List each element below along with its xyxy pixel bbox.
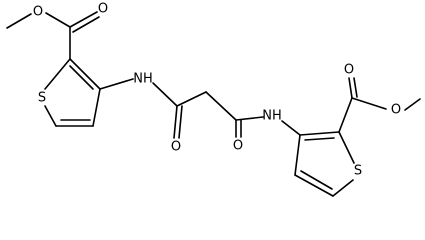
- malonamide-core: [152, 82, 264, 139]
- bond-methyl-o-left: [6, 13, 32, 29]
- bond-c-ch2: [176, 91, 207, 107]
- bond-c-o-double-right-a: [348, 77, 353, 99]
- atom-o-methoxy-right: O: [391, 103, 401, 118]
- left-ester-thiophene: [6, 11, 134, 127]
- bond-c2-s-left: [44, 58, 71, 90]
- bond-nh-c-amide-left: [152, 82, 178, 107]
- atom-s-right: S: [354, 164, 362, 179]
- bond-c-o-double-right-b: [353, 77, 358, 98]
- bond-carbonylc-o-right: [351, 97, 387, 110]
- bond-nh-c3-right: [281, 120, 301, 136]
- bond-c5-s-right: [332, 179, 354, 197]
- atom-o-carbonyl-left: O: [98, 2, 108, 17]
- bond-c4-c5-right-a: [294, 174, 334, 197]
- bond-c-o-double-left-b: [72, 16, 100, 33]
- bond-c-o-amide-left-b: [178, 105, 183, 139]
- bond-o-methyl-right: [404, 98, 421, 111]
- bond-c4-c5-right-b: [300, 170, 333, 190]
- bond-c-o-double-left-a: [69, 11, 98, 28]
- atom-o-amide-right: O: [233, 139, 243, 154]
- atom-nh-left: NH: [133, 72, 153, 87]
- bond-ch2-c: [205, 91, 237, 121]
- atom-o-methoxy-left: O: [33, 5, 43, 20]
- atom-nh-right: NH: [262, 109, 282, 124]
- bond-c2-carbonylc-right: [338, 97, 353, 133]
- bond-c-nh-amide-right: [235, 116, 264, 121]
- right-thiophene-ester: [281, 77, 421, 197]
- bond-c4-c3-left: [92, 88, 101, 127]
- bond-c2-c3-right-b: [304, 137, 335, 141]
- bond-o-carbonylc-left: [45, 12, 71, 28]
- atom-s-left: S: [38, 91, 46, 106]
- bond-c3-nh-left: [99, 78, 134, 90]
- bond-c3-c2-left-a: [69, 58, 101, 90]
- bond-c2-c3-right-a: [299, 131, 340, 136]
- chemical-structure: O O S NH O O NH O O S: [6, 2, 421, 197]
- atom-o-carbonyl-right: O: [344, 63, 354, 78]
- bond-c-o-amide-left-a: [173, 105, 178, 139]
- bond-c3-c2-left-b: [69, 65, 94, 90]
- bond-c3-c4-right: [294, 134, 301, 176]
- bond-s-c2-right: [338, 131, 355, 164]
- atom-o-amide-left: O: [171, 140, 181, 155]
- bond-s-c5-left: [44, 105, 57, 127]
